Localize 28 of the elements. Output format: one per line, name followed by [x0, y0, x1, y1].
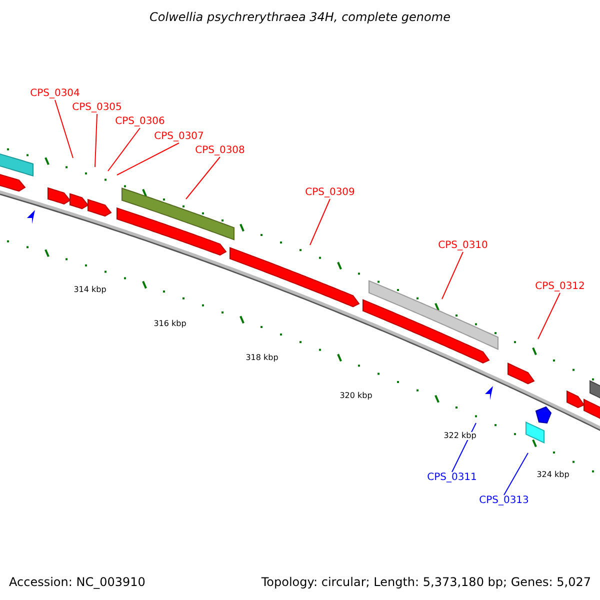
gene-label: CPS_0311 [427, 473, 477, 483]
gene-label: CPS_0313 [479, 496, 529, 506]
tick-label: 314 kbp [74, 286, 106, 294]
leader-line [116, 142, 180, 176]
gene-label: CPS_0307 [154, 132, 204, 142]
tick-label: 320 kbp [340, 392, 372, 400]
leader-line [54, 100, 74, 158]
gene-label: CPS_0304 [30, 89, 80, 99]
footer-text: Accession: NC_003910 [9, 576, 146, 588]
tick-label: 324 kbp [536, 471, 570, 479]
tick-label: 316 kbp [154, 320, 186, 328]
footer-text: Topology: circular; Length: 5,373,180 bp; Genes: 5,027 [261, 576, 591, 588]
leader-line [186, 156, 220, 200]
leader-line [442, 252, 464, 300]
title: Colwellia psychrerythraea 34H, complete genome [148, 11, 452, 23]
gene-label: CPS_0312 [535, 282, 585, 292]
leader-line [310, 198, 330, 246]
gene-label: CPS_0308 [195, 146, 245, 156]
gene-label: CPS_0305 [72, 103, 122, 113]
tick-label: 318 kbp [246, 354, 278, 362]
gene-label: CPS_0309 [305, 188, 355, 198]
leader-line [504, 452, 528, 496]
leader-line [94, 114, 98, 168]
gene-label: CPS_0310 [438, 241, 488, 251]
tick-label: 322 kbp [444, 432, 476, 440]
leader-line [538, 292, 560, 340]
leader-line [108, 128, 140, 172]
gene-label: CPS_0306 [115, 117, 165, 127]
